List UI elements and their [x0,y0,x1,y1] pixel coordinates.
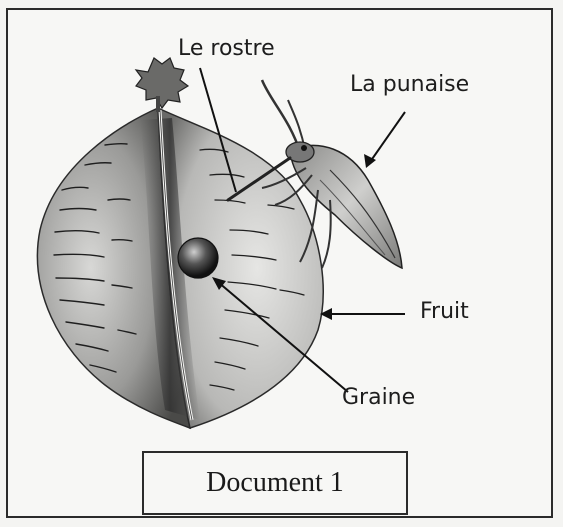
pointer-lines [199,67,406,393]
caption-box: Document 1 [142,451,408,515]
label-graine: Graine [342,385,416,410]
bug [226,79,403,270]
label-rostre: Le rostre [178,36,275,61]
label-punaise: La punaise [350,72,470,97]
seed [177,237,219,279]
fruit [36,57,324,430]
label-fruit: Fruit [420,299,469,324]
caption-text: Document 1 [206,467,344,498]
